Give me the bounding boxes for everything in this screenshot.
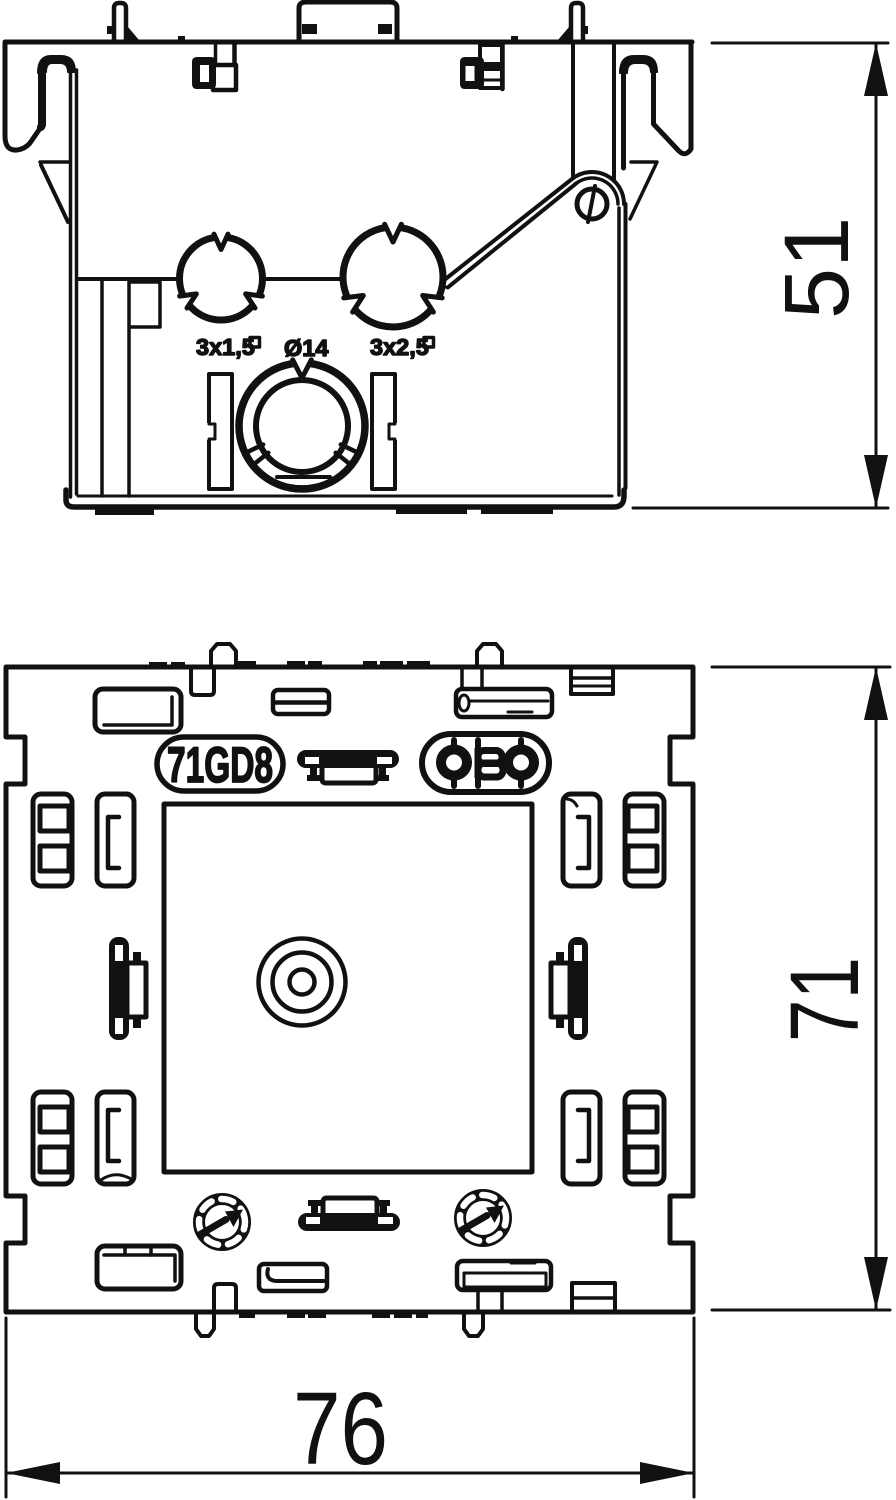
svg-text:Ø14: Ø14 [284, 335, 328, 361]
svg-text:71GD8: 71GD8 [167, 737, 273, 793]
svg-text:76: 76 [293, 1371, 388, 1486]
svg-text:51: 51 [766, 217, 868, 319]
svg-text:3x2,5: 3x2,5 [370, 334, 429, 360]
svg-text:3x1,5: 3x1,5 [196, 334, 255, 360]
svg-text:71: 71 [770, 957, 879, 1042]
